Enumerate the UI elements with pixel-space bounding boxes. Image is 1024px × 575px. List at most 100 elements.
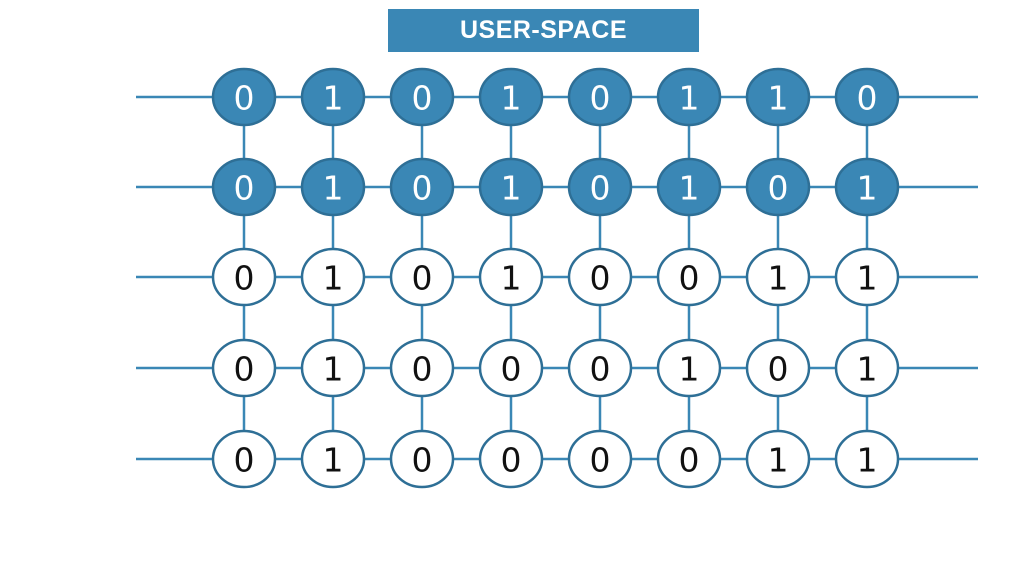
bit-node-shape xyxy=(389,67,455,127)
bit-node: 0 xyxy=(389,157,455,217)
bit-node: 1 xyxy=(656,67,722,127)
bit-value: 0 xyxy=(234,441,255,480)
bit-value: 0 xyxy=(412,259,433,298)
bit-node-shape xyxy=(834,67,900,127)
bit-value: 0 xyxy=(412,441,433,480)
bit-value: 0 xyxy=(590,350,611,389)
bit-row-1: 0 1 0 1 0 1 1 0 xyxy=(211,67,900,127)
bit-node-shape xyxy=(389,338,455,398)
bit-node: 1 xyxy=(300,67,366,127)
bit-value: 0 xyxy=(501,441,522,480)
bit-value: 1 xyxy=(857,441,878,480)
bit-value: 1 xyxy=(679,350,700,389)
bit-value: 0 xyxy=(234,79,255,118)
bit-node-shape xyxy=(389,429,455,489)
bit-value: 0 xyxy=(590,441,611,480)
bit-node-shape xyxy=(834,157,900,217)
bit-value: 0 xyxy=(768,350,789,389)
bit-node: 0 xyxy=(211,67,277,127)
bit-node-shape xyxy=(478,247,544,307)
bit-node-shape xyxy=(656,338,722,398)
bit-node-shape xyxy=(478,157,544,217)
bit-node: 1 xyxy=(745,67,811,127)
bit-node: 1 xyxy=(478,67,544,127)
bit-node-shape xyxy=(478,67,544,127)
bit-node-shape xyxy=(656,429,722,489)
bit-value: 1 xyxy=(768,79,789,118)
bit-row-5: 0 1 0 0 0 0 1 1 xyxy=(211,429,900,489)
bit-value: 1 xyxy=(323,441,344,480)
bit-value: 0 xyxy=(857,79,878,118)
bit-value: 1 xyxy=(323,79,344,118)
bit-node-shape xyxy=(211,67,277,127)
bit-value: 1 xyxy=(323,169,344,208)
bit-node: 1 xyxy=(300,338,366,398)
bit-node: 1 xyxy=(834,247,900,307)
bit-node-shape xyxy=(834,247,900,307)
bit-value: 1 xyxy=(857,350,878,389)
bit-node-shape xyxy=(300,429,366,489)
bit-node-shape xyxy=(300,157,366,217)
bit-node-shape xyxy=(300,338,366,398)
bit-node: 0 xyxy=(656,247,722,307)
bit-node: 1 xyxy=(834,338,900,398)
bit-value: 0 xyxy=(590,169,611,208)
bit-node: 0 xyxy=(478,338,544,398)
bit-value: 0 xyxy=(590,259,611,298)
bit-value: 1 xyxy=(679,79,700,118)
bit-node-shape xyxy=(211,338,277,398)
bit-value: 0 xyxy=(412,350,433,389)
bit-node: 0 xyxy=(211,157,277,217)
bit-node-shape xyxy=(745,338,811,398)
bit-node: 1 xyxy=(745,247,811,307)
bit-node-shape xyxy=(389,157,455,217)
bit-node-shape xyxy=(300,67,366,127)
bit-node: 0 xyxy=(567,247,633,307)
bit-node-shape xyxy=(745,67,811,127)
bit-value: 1 xyxy=(768,441,789,480)
bit-value: 0 xyxy=(679,441,700,480)
bit-node-shape xyxy=(834,429,900,489)
bit-node: 0 xyxy=(211,429,277,489)
bit-node-shape xyxy=(567,157,633,217)
bit-node: 1 xyxy=(834,157,900,217)
bit-node: 0 xyxy=(211,247,277,307)
bit-node: 1 xyxy=(656,338,722,398)
bit-value: 1 xyxy=(501,79,522,118)
bit-node: 0 xyxy=(834,67,900,127)
bit-node-shape xyxy=(656,67,722,127)
bit-value: 0 xyxy=(234,259,255,298)
bit-value: 0 xyxy=(768,169,789,208)
bit-node-shape xyxy=(745,429,811,489)
bit-node: 0 xyxy=(745,157,811,217)
bit-node: 0 xyxy=(567,157,633,217)
bit-value: 0 xyxy=(590,79,611,118)
bit-node-shape xyxy=(478,429,544,489)
bit-node-shape xyxy=(211,157,277,217)
bit-node-shape xyxy=(567,67,633,127)
bit-node: 0 xyxy=(389,338,455,398)
bit-value: 1 xyxy=(501,169,522,208)
bit-node-shape xyxy=(745,247,811,307)
bit-node: 0 xyxy=(478,429,544,489)
bit-node: 1 xyxy=(745,429,811,489)
bit-node: 0 xyxy=(389,247,455,307)
bit-row-2: 0 1 0 1 0 1 0 1 xyxy=(211,157,900,217)
bit-node-shape xyxy=(389,247,455,307)
bit-value: 1 xyxy=(501,259,522,298)
bit-node: 0 xyxy=(567,429,633,489)
bit-node: 0 xyxy=(567,67,633,127)
bit-node: 1 xyxy=(656,157,722,217)
bit-node: 1 xyxy=(300,429,366,489)
bit-value: 0 xyxy=(234,350,255,389)
bit-node-shape xyxy=(656,247,722,307)
bit-value: 0 xyxy=(679,259,700,298)
bit-node-shape xyxy=(567,338,633,398)
bit-value: 1 xyxy=(323,350,344,389)
bit-node: 0 xyxy=(389,67,455,127)
bit-node: 1 xyxy=(478,247,544,307)
bit-node: 0 xyxy=(389,429,455,489)
